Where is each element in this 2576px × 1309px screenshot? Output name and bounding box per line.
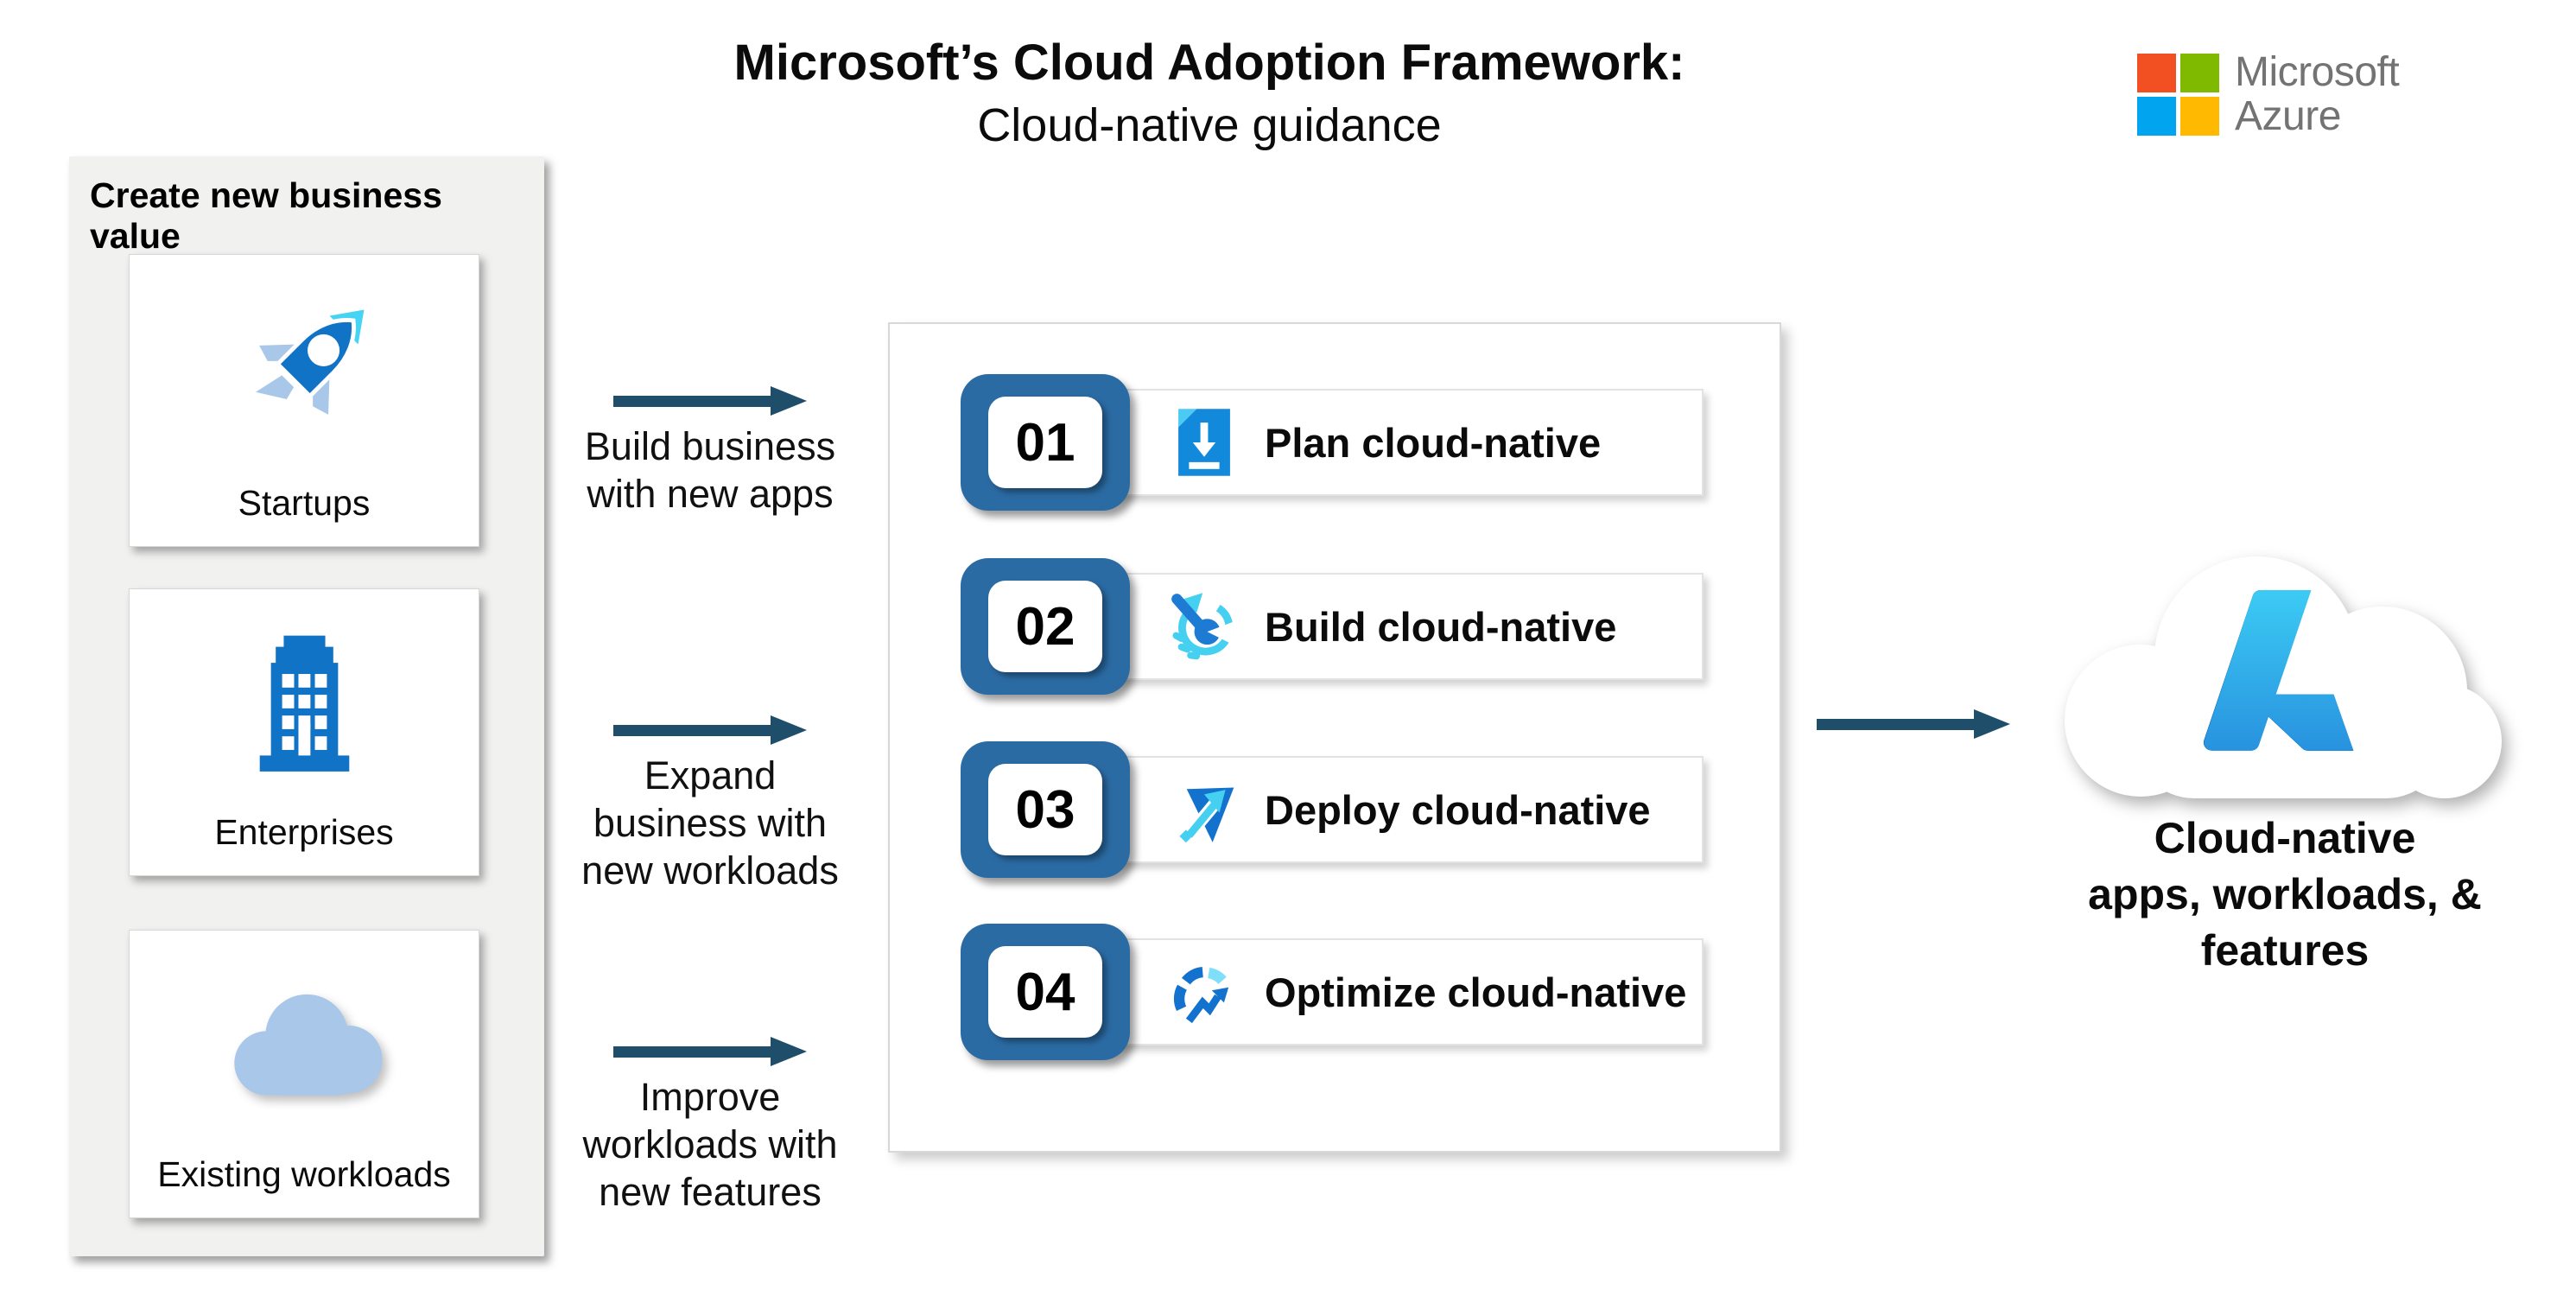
ms-square-yellow	[2180, 96, 2219, 136]
step-label-plan: Plan cloud-native	[1265, 419, 1602, 466]
optimize-gauge-icon	[1173, 966, 1229, 1024]
building-icon	[130, 589, 479, 812]
flow1-line2: with new apps	[587, 472, 834, 516]
brand-line1: Microsoft	[2235, 49, 2400, 95]
title-line2: Cloud-native guidance	[977, 99, 1442, 151]
title-line1: Microsoft’s Cloud Adoption Framework:	[733, 35, 1685, 91]
brand-line2: Azure	[2235, 93, 2341, 139]
wrench-build-icon	[1171, 593, 1234, 660]
flow3-line3: new features	[599, 1170, 822, 1214]
microsoft-logo-squares-icon	[2137, 53, 2219, 136]
step-number-label: 02	[1015, 596, 1075, 657]
result-line2: apps, workloads, &	[2088, 870, 2482, 918]
step-number-label: 04	[1015, 962, 1075, 1022]
flow-label-build-business: Build business with new apps	[585, 423, 835, 518]
flow-build-business: Build business with new apps	[566, 386, 854, 518]
flow2-line1: Expand	[644, 753, 777, 797]
step-label-optimize: Optimize cloud-native	[1265, 969, 1687, 1015]
step-number-01: 01	[961, 374, 1130, 511]
page-title: Microsoft’s Cloud Adoption Framework: Cl…	[691, 31, 1728, 156]
cloud-native-steps-panel: Plan cloud-native Build cloud-native	[888, 322, 1781, 1153]
step-number-label: 01	[1015, 412, 1075, 473]
card-startups: Startups	[129, 254, 479, 547]
step-label-deploy: Deploy cloud-native	[1265, 786, 1651, 833]
sidebar-header: Create new business value	[90, 175, 442, 256]
azure-cloud-graphic	[2039, 529, 2535, 831]
ms-square-red	[2137, 53, 2176, 92]
right-arrow-icon	[613, 715, 807, 745]
flow-label-expand-business: Expand business with new workloads	[581, 752, 839, 894]
step-number-03: 03	[961, 741, 1130, 878]
flow2-line2: business with	[593, 801, 828, 845]
flow1-line1: Build business	[584, 424, 836, 468]
right-arrow-icon	[613, 386, 807, 416]
result-line1: Cloud-native	[2154, 814, 2416, 862]
card-label-existing-workloads: Existing workloads	[157, 1154, 451, 1194]
ms-square-green	[2180, 53, 2219, 92]
card-enterprises: Enterprises	[129, 588, 479, 876]
azure-logo	[2203, 590, 2354, 751]
flow2-line3: new workloads	[581, 848, 839, 893]
step-number-label: 03	[1015, 779, 1075, 840]
flow-expand-business: Expand business with new workloads	[566, 715, 854, 894]
step-number-04: 04	[961, 924, 1130, 1060]
right-arrow-icon	[1817, 709, 2010, 739]
card-label-startups: Startups	[238, 483, 371, 523]
card-label-enterprises: Enterprises	[214, 812, 394, 852]
create-business-value-panel: Create new business value Startups	[69, 156, 544, 1256]
right-arrow-icon	[613, 1037, 807, 1066]
card-existing-workloads: Existing workloads	[129, 930, 479, 1218]
flow3-line1: Improve	[639, 1075, 781, 1119]
step-number-02: 02	[961, 558, 1130, 695]
ms-square-blue	[2137, 96, 2176, 136]
flow-improve-workloads: Improve workloads with new features	[566, 1037, 854, 1216]
rocket-icon	[130, 255, 479, 483]
cloud-icon	[130, 931, 479, 1154]
deploy-arrow-icon	[1179, 787, 1234, 843]
microsoft-azure-logo: Microsoft Azure	[2137, 49, 2400, 139]
flow3-line2: workloads with	[582, 1122, 838, 1166]
result-caption: Cloud-native apps, workloads, & features	[2034, 810, 2535, 979]
step-label-build: Build cloud-native	[1265, 603, 1617, 650]
document-download-icon	[1178, 409, 1230, 476]
brand-wordmark: Microsoft Azure	[2235, 49, 2400, 139]
flow-label-improve-workloads: Improve workloads with new features	[582, 1073, 837, 1216]
result-line3: features	[2200, 926, 2370, 975]
